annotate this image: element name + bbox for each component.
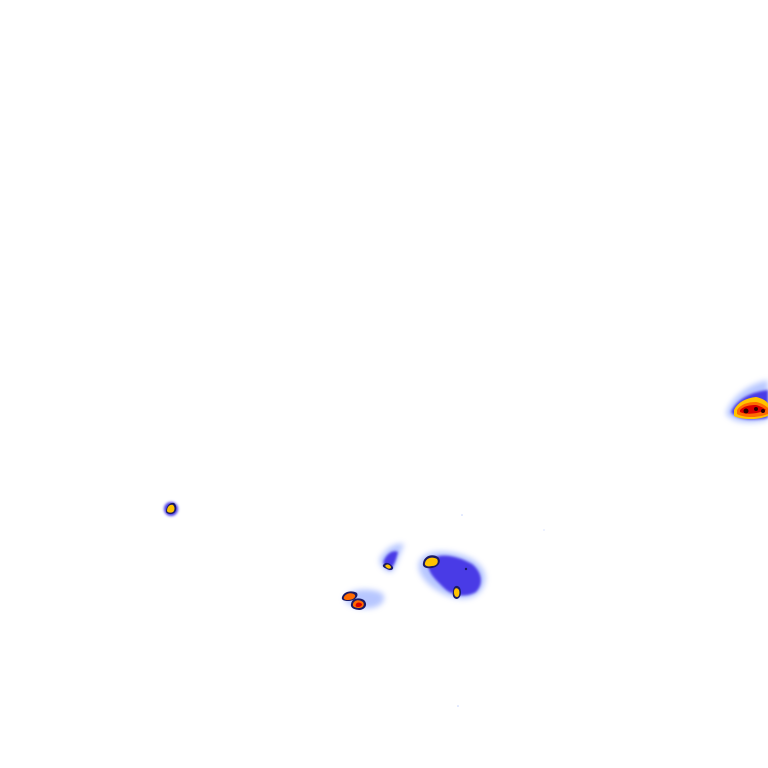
precip-cell-center-north <box>422 555 440 569</box>
precip-field-central <box>344 543 486 609</box>
precip-cell-west-small <box>164 502 178 516</box>
precip-cell-center-east <box>452 567 468 599</box>
precip-cell-center-southwest <box>341 591 367 610</box>
precip-speckles <box>457 514 545 707</box>
precip-cell-east-edge <box>726 380 768 423</box>
precip-cell-center-west-band <box>382 562 394 571</box>
